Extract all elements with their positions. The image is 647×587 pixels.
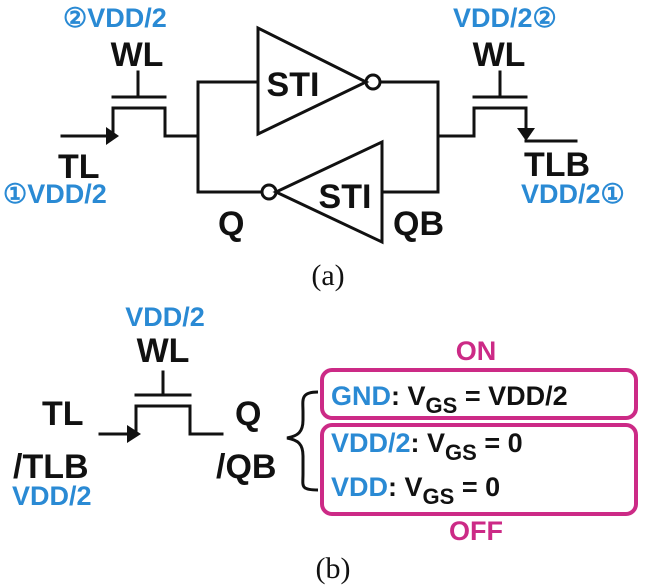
left-tl-supply: ①VDD/2	[3, 179, 107, 209]
on-box	[320, 368, 638, 420]
tlb-label: TLB	[524, 146, 590, 184]
b-tlb-label: /TLB	[13, 448, 89, 486]
b-wl-supply: VDD/2	[125, 302, 205, 332]
right-access-transistor	[436, 70, 578, 143]
curly-brace-icon	[286, 390, 319, 492]
case-half-vdd: VDD/2: VGS = 0	[331, 428, 523, 465]
right-tlb-supply: VDD/2①	[521, 179, 625, 209]
b-qb-label: /QB	[216, 448, 276, 486]
left-wl-label: WL	[111, 36, 164, 74]
b-wl-label: WL	[137, 332, 190, 370]
node-qb-label: QB	[393, 205, 444, 243]
inverter-top-label: STI	[267, 66, 320, 104]
source-arrow-icon	[127, 425, 141, 443]
off-label: OFF	[449, 516, 503, 546]
sti-inverter-top: STI	[256, 25, 382, 137]
inverter-bottom-label: STI	[319, 178, 372, 216]
b-tl-supply: VDD/2	[12, 481, 92, 511]
tl-label: TL	[58, 148, 100, 186]
case-vdd: VDD: VGS = 0	[331, 472, 500, 509]
access-transistor-b	[98, 370, 224, 443]
b-q-label: Q	[235, 395, 261, 433]
left-access-transistor	[60, 70, 200, 145]
panel-a: STI STI ②VDD/2 WL TL ①VDD/2 VDD/2② WL TL…	[3, 3, 625, 292]
left-wl-supply: ②VDD/2	[63, 3, 167, 33]
caption-b: (b)	[316, 552, 351, 585]
case-gnd: GND: VGS = VDD/2	[331, 381, 568, 418]
source-arrow-icon	[517, 128, 535, 141]
on-label: ON	[456, 336, 497, 366]
node-q-label: Q	[218, 205, 244, 243]
right-wl-label: WL	[473, 36, 526, 74]
right-wl-supply: VDD/2②	[453, 3, 557, 33]
b-tl-label: TL	[42, 395, 84, 433]
off-box	[320, 423, 638, 516]
sti-inverter-bottom: STI	[260, 139, 384, 245]
inverter-bubble-icon	[260, 183, 278, 201]
panel-b: VDD/2 WL TL /TLB VDD/2 Q /QB ON GND: VGS…	[12, 302, 638, 585]
inverter-bubble-icon	[364, 73, 382, 91]
source-arrow-icon	[106, 127, 119, 145]
caption-a: (a)	[311, 259, 344, 292]
